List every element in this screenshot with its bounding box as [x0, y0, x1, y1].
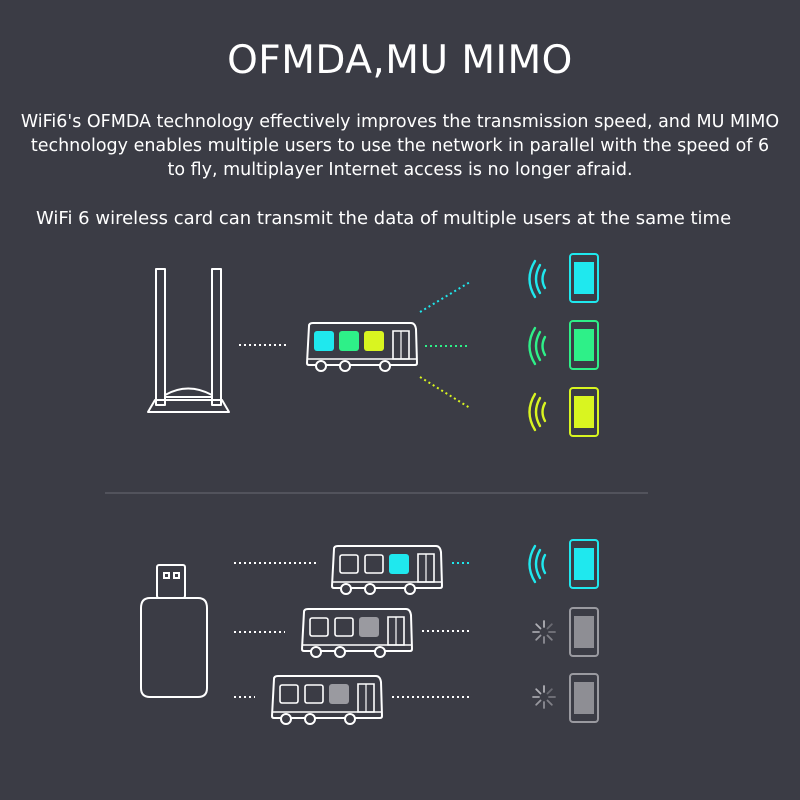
smartphone-icon [569, 673, 599, 723]
page-title: OFMDA,MU MIMO [227, 38, 573, 83]
link-dots [419, 281, 471, 313]
bus-icon [300, 608, 414, 658]
smartphone-icon [569, 539, 599, 589]
usb-dongle-icon [140, 564, 208, 698]
wifi-signal-icon [528, 544, 547, 584]
loading-spinner-icon [532, 620, 556, 644]
section-subtitle: WiFi 6 wireless card can transmit the da… [36, 208, 732, 229]
cargo-block [314, 331, 334, 351]
cargo-block [329, 684, 349, 704]
cargo-block [359, 617, 379, 637]
cargo-block [364, 554, 384, 574]
smartphone-icon [569, 253, 599, 303]
bus-icon [305, 322, 419, 372]
cargo-block [339, 331, 359, 351]
smartphone-icon [569, 607, 599, 657]
wifi-signal-icon [528, 259, 547, 299]
cargo-block [334, 617, 354, 637]
bus-icon [270, 675, 384, 725]
smartphone-icon [569, 387, 599, 437]
cargo-block [309, 617, 329, 637]
cargo-block [389, 554, 409, 574]
wifi-signal-icon [528, 326, 547, 366]
cargo-block [364, 331, 384, 351]
loading-spinner-icon [532, 685, 556, 709]
description-text: WiFi6's OFMDA technology effectively imp… [20, 112, 780, 180]
cargo-block [279, 684, 299, 704]
cargo-block [339, 554, 359, 574]
bus-icon [330, 545, 444, 595]
cargo-block [304, 684, 324, 704]
link-dots [419, 376, 471, 409]
smartphone-icon [569, 320, 599, 370]
wifi-signal-icon [528, 392, 547, 432]
wifi6-antenna-card-icon [147, 268, 230, 413]
